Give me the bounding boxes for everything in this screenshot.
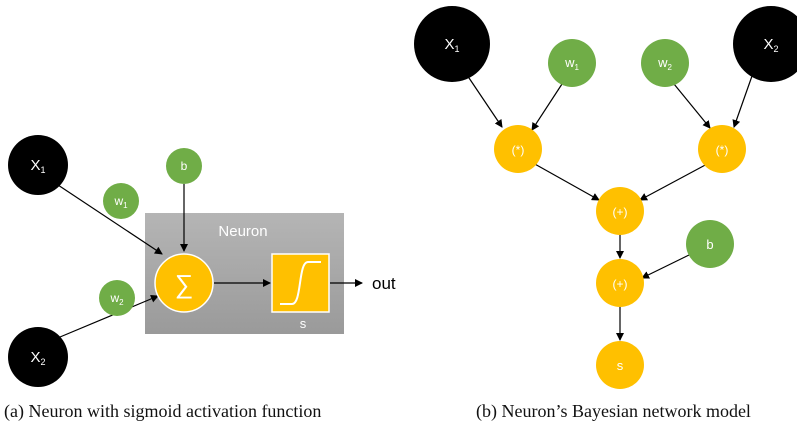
neuron-label: Neuron — [218, 223, 267, 240]
input-node-x2: X2 — [733, 6, 797, 82]
add-node-2: (+) — [596, 259, 644, 307]
svg-text:X1: X1 — [30, 157, 45, 175]
svg-text:b: b — [181, 159, 188, 173]
svg-text:w1: w1 — [564, 55, 579, 72]
svg-text:w2: w2 — [657, 55, 672, 72]
weight-node-w1: w1 — [103, 183, 139, 219]
output-label: out — [372, 274, 396, 293]
sigmoid-activation-box — [271, 253, 330, 313]
weight-node-w2: w2 — [99, 280, 135, 316]
edge-x2-mul2 — [732, 75, 753, 128]
edge-b-add2 — [641, 254, 690, 279]
bias-node-b: b — [686, 220, 734, 268]
panel-a: Neuron X1 X2 w1 w2 b — [8, 135, 396, 387]
edge-x2-sum — [59, 295, 159, 338]
add-node-1: (+) — [596, 187, 644, 235]
sigmoid-node-s: s — [596, 341, 644, 389]
svg-text:X2: X2 — [763, 36, 778, 54]
svg-text:(+): (+) — [613, 205, 628, 219]
svg-text:∑: ∑ — [175, 269, 194, 299]
edge-w2-mul2 — [673, 83, 711, 129]
svg-text:w1: w1 — [113, 194, 128, 210]
edge-w1-mul1 — [531, 83, 563, 131]
caption-panel-b: (b) Neuron’s Bayesian network model — [476, 401, 751, 421]
svg-text:w2: w2 — [109, 291, 124, 307]
input-node-x2: X2 — [8, 327, 68, 387]
weight-node-w1: w1 — [548, 39, 596, 87]
input-node-x1: X1 — [414, 6, 490, 82]
svg-text:(*): (*) — [716, 143, 729, 157]
svg-text:X1: X1 — [444, 36, 459, 54]
multiply-node-2: (*) — [698, 125, 746, 173]
caption-panel-a: (a) Neuron with sigmoid activation funct… — [4, 401, 322, 421]
svg-text:(+): (+) — [613, 277, 628, 291]
bias-node-b: b — [166, 148, 202, 184]
sum-node: ∑ — [154, 253, 214, 313]
multiply-node-1: (*) — [494, 125, 542, 173]
edge-x1-sum — [54, 182, 163, 255]
input-node-x1: X1 — [8, 135, 68, 195]
edge-x1-mul1 — [464, 71, 503, 128]
sigmoid-curve-icon — [280, 261, 321, 305]
svg-text:X2: X2 — [30, 349, 45, 367]
edge-mul2-add1 — [639, 162, 710, 201]
panel-b: X1 X2 w1 w2 (*) (*) (+) — [414, 6, 797, 389]
svg-text:b: b — [706, 237, 713, 252]
svg-text:(*): (*) — [512, 143, 525, 157]
activation-label: s — [300, 316, 307, 331]
edge-mul1-add1 — [532, 162, 600, 201]
svg-text:s: s — [617, 358, 624, 373]
weight-node-w2: w2 — [641, 39, 689, 87]
